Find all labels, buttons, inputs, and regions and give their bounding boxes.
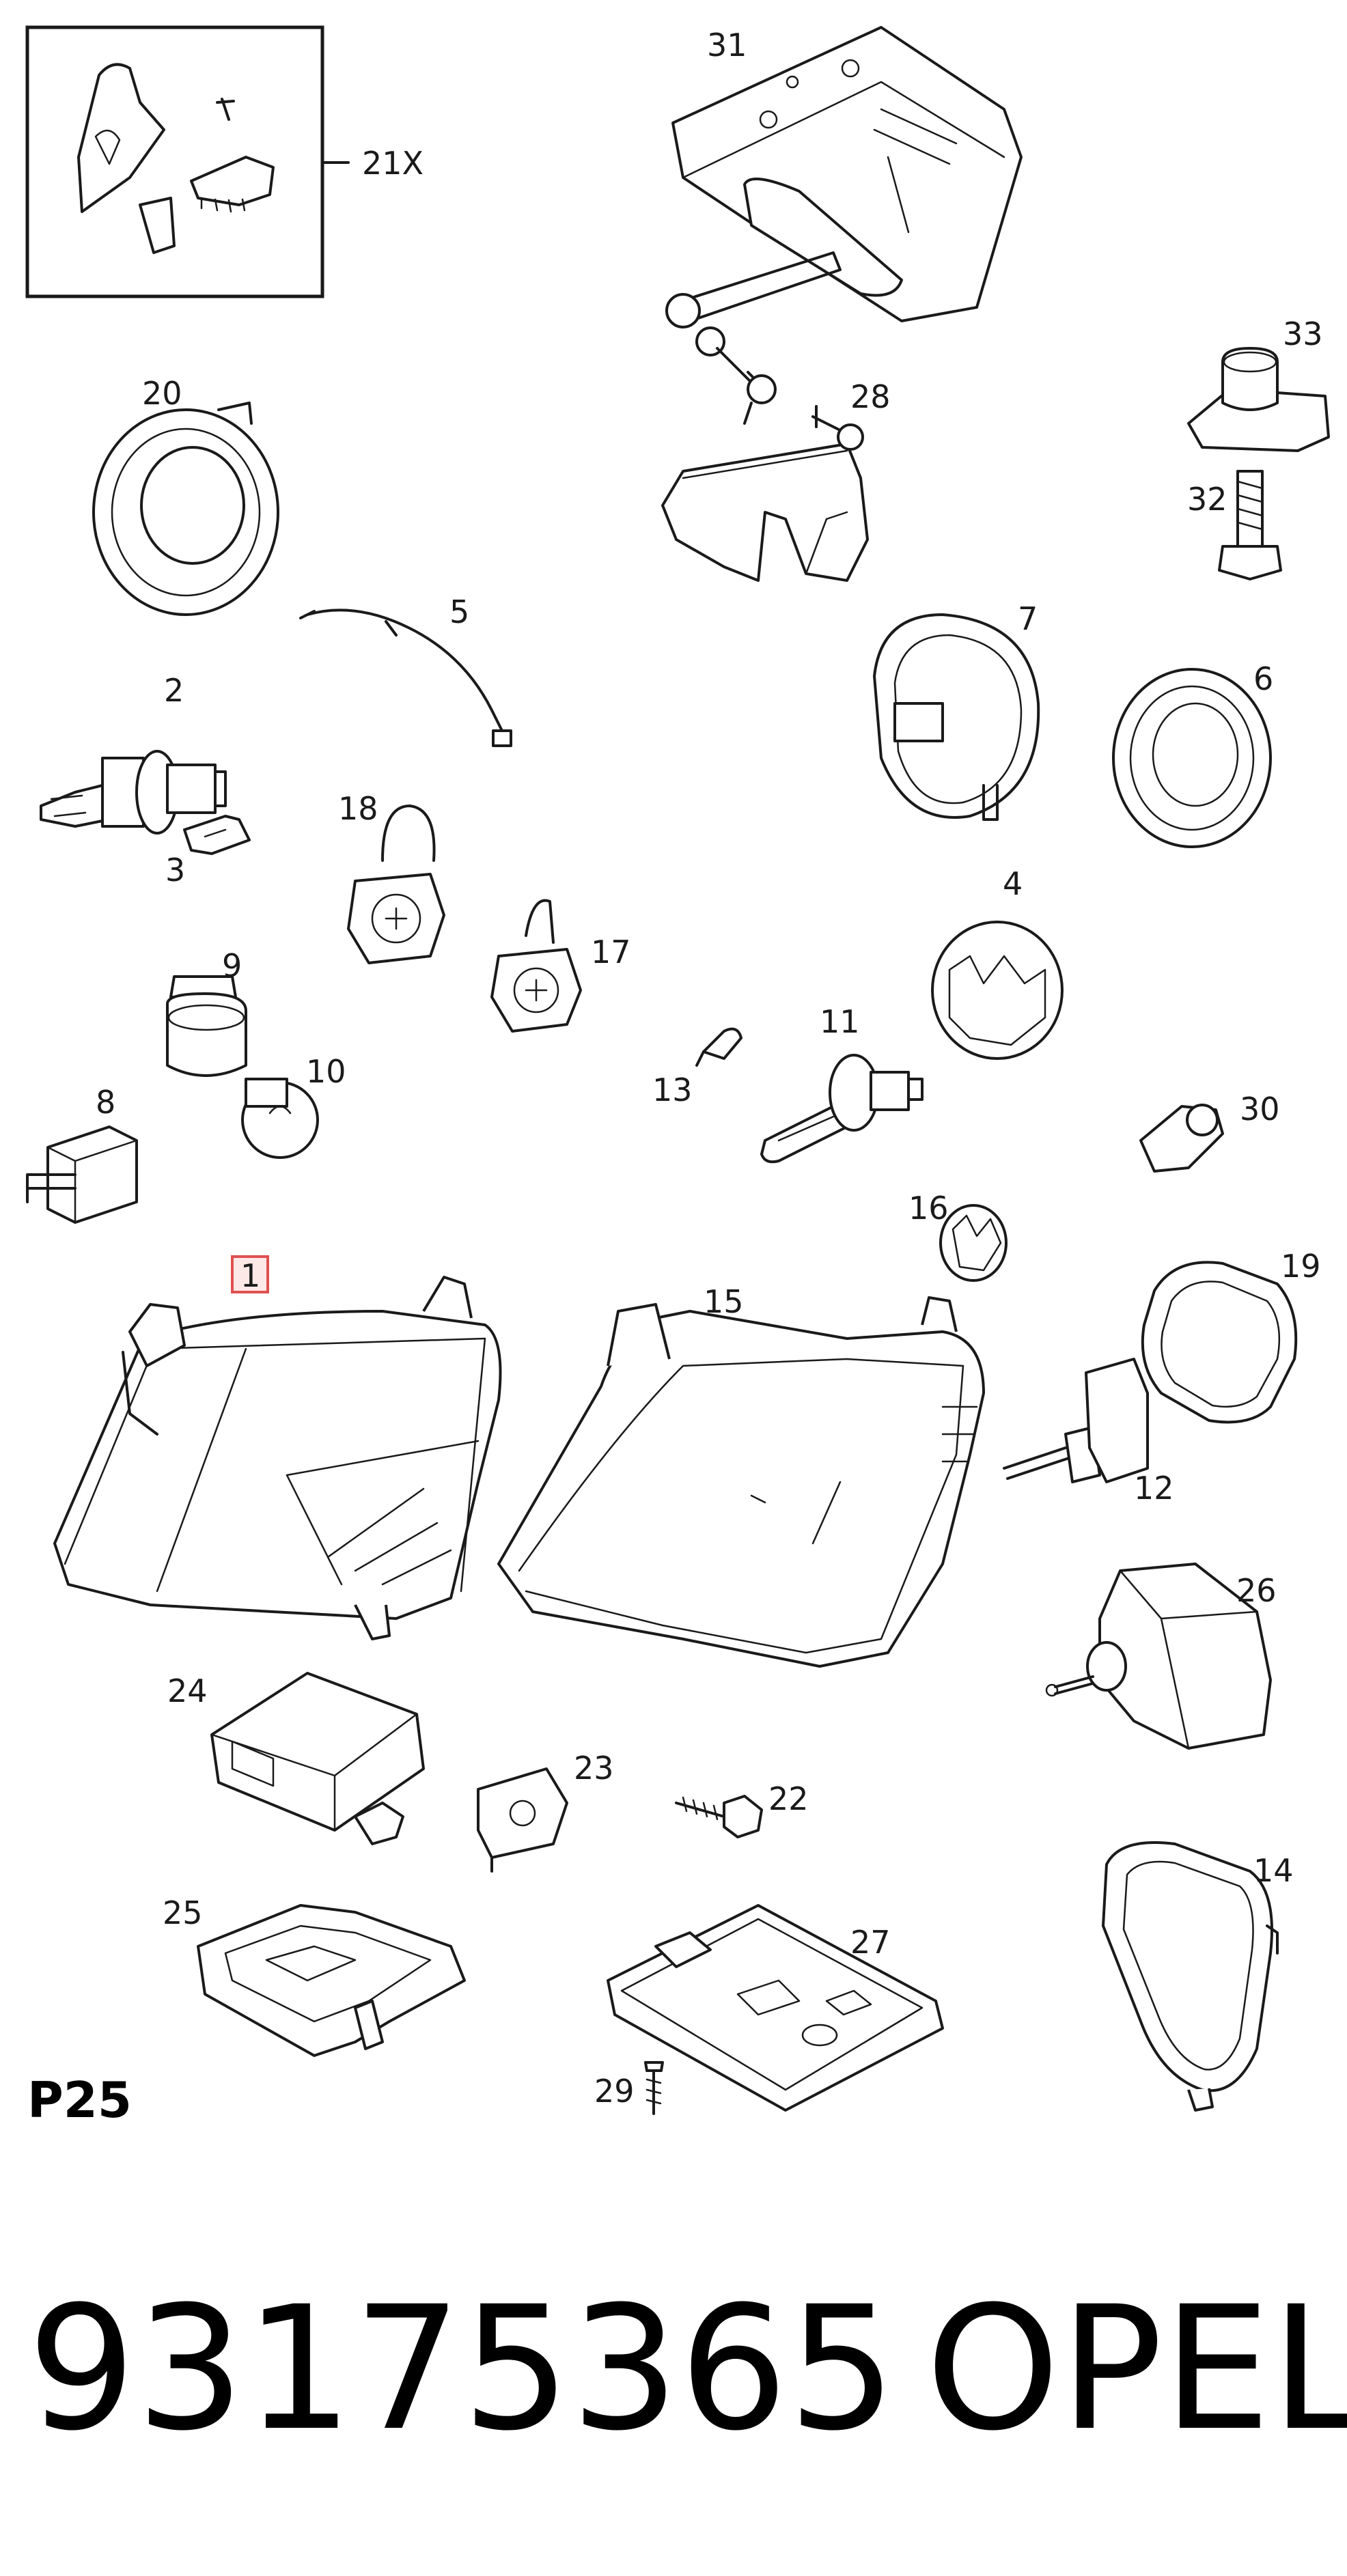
motor-26 [1045,1563,1272,1750]
sensor-30 [1139,1104,1224,1173]
ring-20 [92,402,279,616]
callout-3: 3 [165,852,185,888]
callout-7: 7 [1018,600,1038,637]
callout-2: 2 [164,672,184,709]
callout-11: 11 [820,1003,860,1040]
callout-18: 18 [338,790,378,827]
callout-1-highlight [231,1255,269,1293]
inset-box-21x [25,25,350,298]
callout-10: 10 [306,1053,346,1090]
callout-29: 29 [594,2073,635,2110]
socket-4 [931,921,1064,1060]
bulb-13 [695,1027,742,1067]
wire-5 [299,608,512,747]
callout-4: 4 [1003,865,1023,902]
callout-19: 19 [1281,1248,1321,1285]
ring-6 [1112,668,1272,848]
holder-17 [490,899,582,1033]
callout-20: 20 [142,375,182,412]
module-24 [210,1672,425,1845]
bolt-32 [1218,470,1282,580]
callout-8: 8 [96,1084,115,1121]
grommet-33 [1187,347,1330,452]
callout-25: 25 [163,1894,203,1931]
callout-6: 6 [1253,660,1273,697]
headlamp-15 [497,1296,985,1668]
screw-22 [675,1795,763,1838]
clip-23 [477,1767,568,1873]
callout-26: 26 [1236,1572,1277,1609]
callout-21x: 21X [362,145,423,182]
seal-19 [1141,1261,1298,1424]
callout-13: 13 [652,1072,693,1108]
callout-17: 17 [591,934,631,970]
holder-18 [347,804,445,964]
callout-22: 22 [768,1780,809,1817]
callout-14: 14 [1253,1852,1294,1889]
callout-24: 24 [167,1672,208,1709]
page-code: P25 [27,2071,132,2129]
callout-32: 32 [1187,481,1227,518]
bulb-10 [241,1078,319,1159]
headlamp-1 [53,1276,502,1640]
seal-14 [1102,1841,1279,2112]
bracket-assembly-31 [661,26,1023,582]
callout-1: 1 [240,1257,260,1294]
brand-name: OPEL [926,2269,1347,2468]
socket-9 [166,975,247,1077]
connector-8 [26,1125,138,1224]
callout-23: 23 [574,1750,614,1787]
part-number: 93175365 [27,2269,896,2468]
clip-3 [183,815,251,855]
tray-25 [197,1904,466,2057]
ballast-27 [607,1904,944,2112]
callout-27: 27 [850,1924,891,1961]
callout-30: 30 [1240,1091,1280,1128]
callout-15: 15 [704,1283,744,1320]
bulb-11 [760,1054,924,1164]
holder-16 [939,1204,1008,1282]
callout-12: 12 [1134,1470,1174,1507]
callout-16: 16 [908,1190,949,1227]
bulb-12 [1003,1358,1149,1483]
callout-28: 28 [850,378,891,415]
callout-9: 9 [222,947,242,984]
callout-33: 33 [1283,316,1323,352]
screw-29 [644,2061,664,2115]
callout-5: 5 [449,593,469,630]
bulb-2 [40,750,227,835]
holder-7 [873,613,1040,821]
callout-31: 31 [707,27,747,64]
